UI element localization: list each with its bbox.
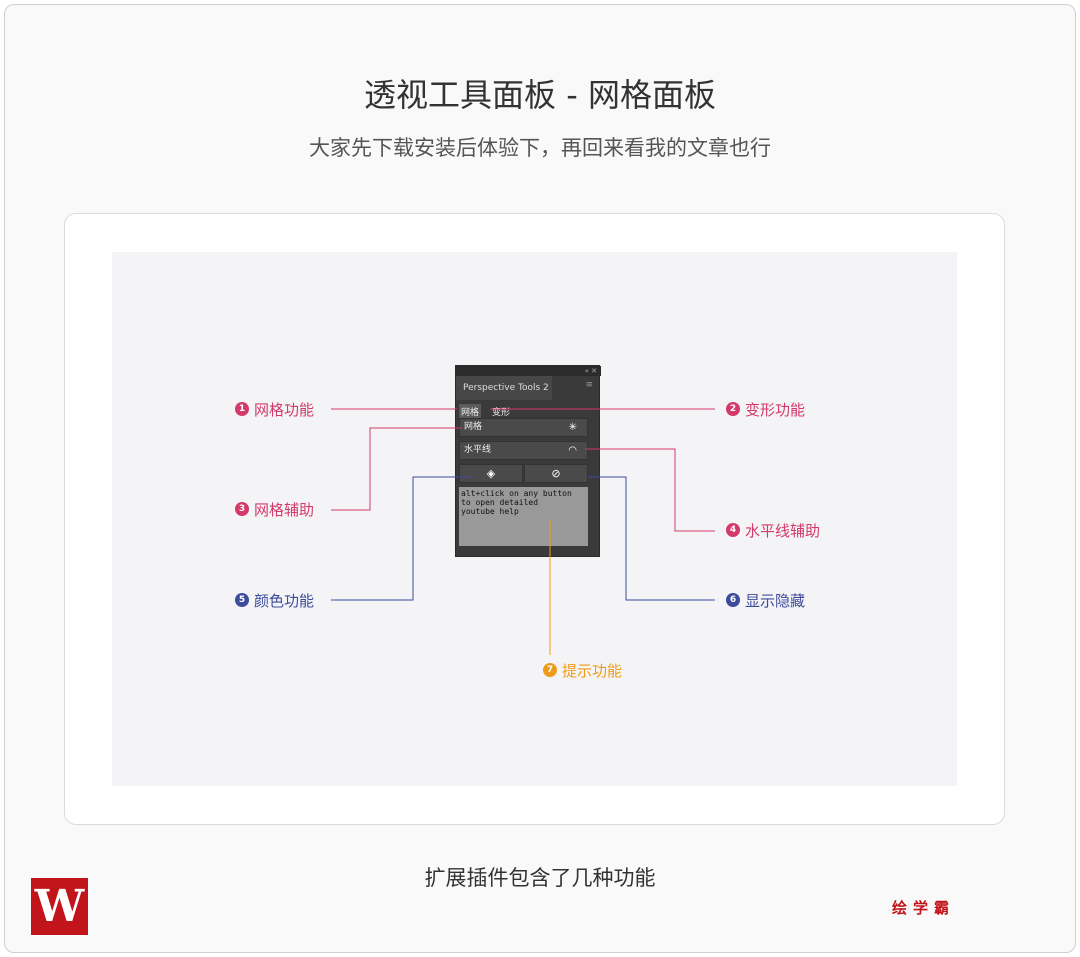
annotation-7: 7 提示功能 bbox=[543, 660, 622, 680]
number-badge: 4 bbox=[726, 523, 740, 537]
eye-slash-icon: ⊘ bbox=[551, 467, 561, 480]
number-badge: 6 bbox=[726, 593, 740, 607]
annotation-2: 2 变形功能 bbox=[726, 399, 805, 419]
annotation-label: 颜色功能 bbox=[254, 591, 315, 610]
page-title: 透视工具面板 - 网格面板 bbox=[364, 76, 716, 114]
annotation-label: 提示功能 bbox=[562, 661, 623, 680]
annotation-4: 4 水平线辅助 bbox=[726, 520, 820, 540]
grid-button-label: 网格 bbox=[464, 422, 483, 432]
figure-caption: 扩展插件包含了几种功能 bbox=[424, 866, 656, 890]
horizon-button-label: 水平线 bbox=[464, 445, 492, 455]
sunrise-icon: ◠ bbox=[568, 445, 577, 456]
number-badge: 5 bbox=[235, 593, 249, 607]
page-subtitle: 大家先下载安装后体验下，再回来看我的文章也行 bbox=[309, 136, 771, 160]
number-badge: 2 bbox=[726, 402, 740, 416]
color-button[interactable]: ◈ bbox=[459, 464, 523, 483]
panel-window-controls[interactable]: « ✕ bbox=[456, 366, 601, 376]
annotation-label: 网格辅助 bbox=[254, 500, 315, 519]
callout-line-6 bbox=[588, 476, 715, 601]
annotation-3: 3 网格辅助 bbox=[235, 499, 314, 519]
help-text: alt+click on any button to open detailed… bbox=[459, 487, 588, 546]
number-badge: 1 bbox=[235, 402, 249, 416]
callout-line-5 bbox=[331, 476, 472, 601]
tab-transform[interactable]: 变形 bbox=[492, 408, 511, 418]
panel-title-tab[interactable]: Perspective Tools 2 bbox=[456, 376, 552, 400]
tab-grid[interactable]: 网格 bbox=[459, 404, 482, 419]
horizon-button[interactable]: 水平线 ◠ bbox=[459, 441, 588, 460]
number-badge: 7 bbox=[543, 663, 557, 677]
annotation-label: 网格功能 bbox=[254, 400, 315, 419]
grid-button[interactable]: 网格 ✳ bbox=[459, 418, 588, 437]
annotation-1: 1 网格功能 bbox=[235, 399, 314, 419]
perspective-tools-panel: « ✕ Perspective Tools 2 ≡ 网格 变形 网格 ✳ 水平线 ◠… bbox=[455, 365, 601, 557]
annotation-6: 6 显示隐藏 bbox=[726, 590, 805, 610]
brand-logo: W bbox=[31, 878, 88, 935]
paint-bucket-icon: ◈ bbox=[486, 467, 496, 480]
number-badge: 3 bbox=[235, 502, 249, 516]
annotation-label: 变形功能 bbox=[745, 400, 806, 419]
annotation-label: 水平线辅助 bbox=[745, 521, 821, 540]
visibility-button[interactable]: ⊘ bbox=[524, 464, 588, 483]
callout-line-3 bbox=[331, 427, 462, 511]
sunburst-icon: ✳ bbox=[568, 422, 577, 433]
callout-line-4 bbox=[585, 448, 715, 532]
annotation-5: 5 颜色功能 bbox=[235, 590, 314, 610]
annotation-label: 显示隐藏 bbox=[745, 591, 806, 610]
brand-name: 绘学霸 bbox=[892, 899, 956, 917]
panel-menu-icon[interactable]: ≡ bbox=[585, 380, 593, 390]
